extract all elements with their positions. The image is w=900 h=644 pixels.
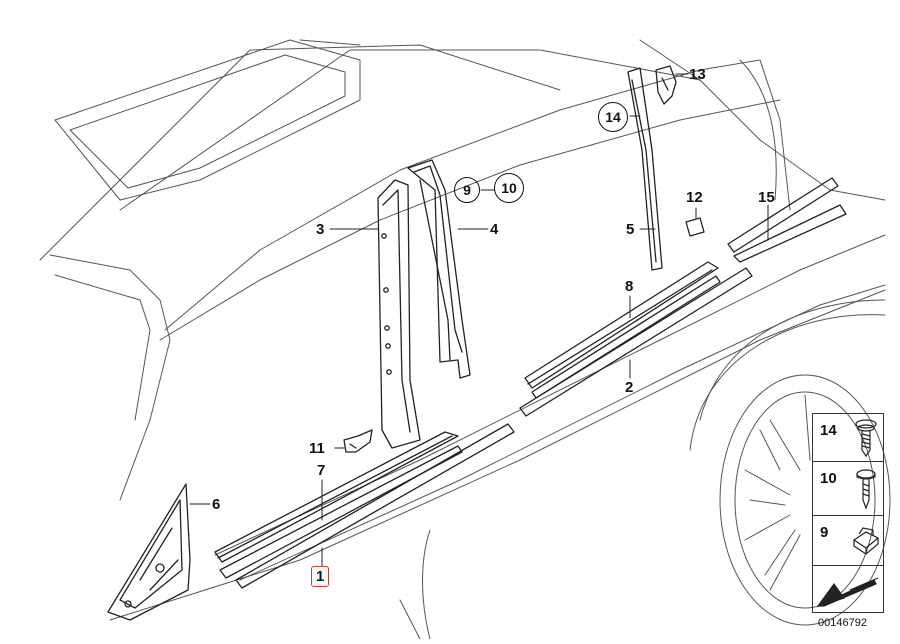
label-11: 11 <box>309 440 325 457</box>
label-13: 13 <box>689 66 706 83</box>
part-4-pillar-cover <box>407 159 471 379</box>
legend-number: 10 <box>820 470 837 487</box>
part-12-pad <box>685 217 705 237</box>
part-11-clip <box>343 429 373 453</box>
label-3: 3 <box>316 221 325 238</box>
roof-outline <box>39 39 701 261</box>
part-13-clip <box>655 65 677 105</box>
part-1-strip <box>235 423 515 589</box>
part-5-frame-strip <box>627 67 663 271</box>
label-5: 5 <box>626 221 635 238</box>
part-8-channel <box>524 261 721 399</box>
legend-number: 14 <box>820 422 837 439</box>
legend-row-10: 10 <box>813 462 883 516</box>
self-tapping-screw-icon <box>856 469 876 510</box>
wheel <box>689 299 891 626</box>
part-2-strip <box>519 267 753 417</box>
label-12: 12 <box>686 189 703 206</box>
leader-lines <box>189 73 769 567</box>
label-1-highlighted[interactable]: 1 <box>311 566 330 587</box>
diagram-code: 00146792 <box>818 617 867 629</box>
direction-arrow-icon <box>816 577 879 608</box>
label-9-circled: 9 <box>454 177 480 203</box>
car-body-outline <box>49 39 886 640</box>
label-6: 6 <box>212 496 221 513</box>
legend-row-arrow <box>813 566 883 612</box>
legend-row-9: 9 <box>813 516 883 566</box>
label-10-circled: 10 <box>494 173 524 203</box>
part-3-pillar-trim <box>377 179 421 449</box>
legend-row-14: 14 <box>813 414 883 462</box>
part-15-rear-strip <box>727 177 847 263</box>
label-4: 4 <box>490 221 499 238</box>
screw-washer-icon <box>855 419 877 458</box>
clip-nut-icon <box>852 527 880 555</box>
part-7-channel <box>214 431 463 579</box>
label-14-circled: 14 <box>598 102 628 132</box>
legend-number: 9 <box>820 524 829 541</box>
label-2: 2 <box>625 379 634 396</box>
part-6-mirror-triangle <box>107 483 191 621</box>
label-7: 7 <box>317 462 326 479</box>
label-15: 15 <box>758 189 775 206</box>
fastener-legend: 14 10 9 <box>812 413 884 613</box>
label-8: 8 <box>625 278 634 295</box>
